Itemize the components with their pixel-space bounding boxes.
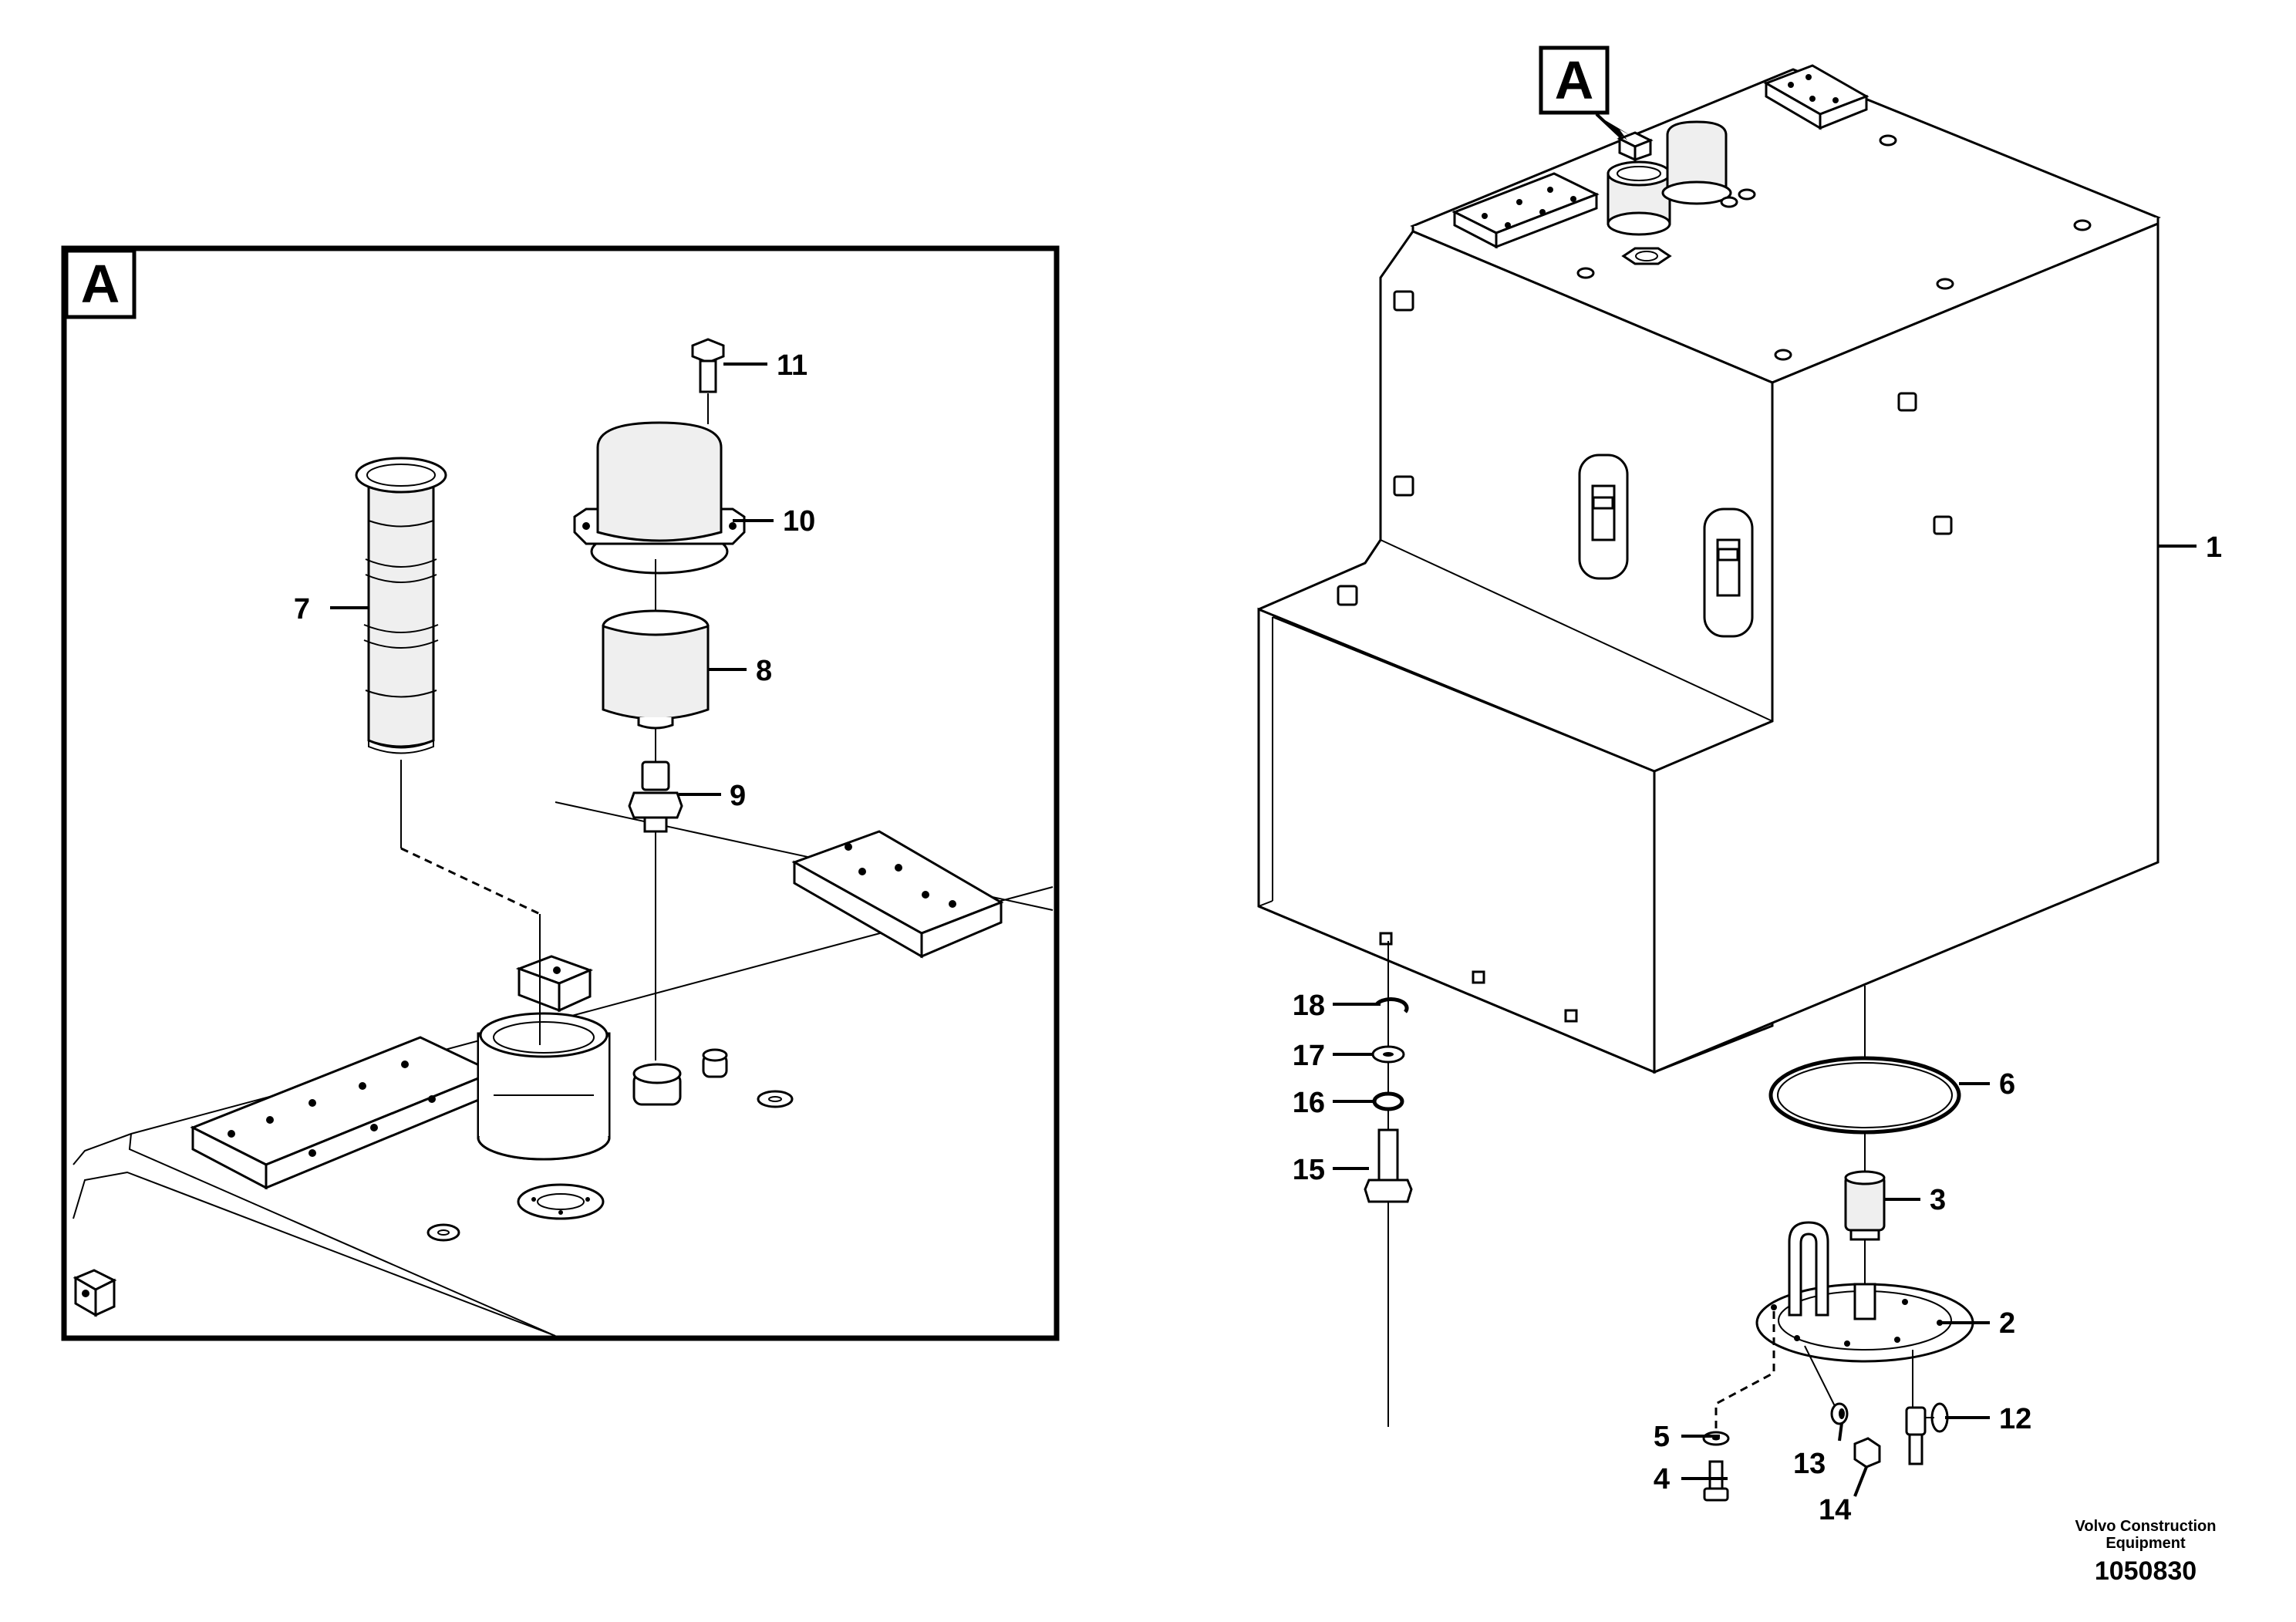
flange-plate-right xyxy=(791,830,1004,959)
callout-8: 8 xyxy=(756,655,772,687)
part-7-filler-tube xyxy=(355,457,447,754)
part-12-drain-valve xyxy=(1905,1402,1949,1465)
part-18-circlip xyxy=(1375,997,1409,1013)
part-3-sensor xyxy=(1844,1170,1886,1241)
top-breather-cap xyxy=(1661,120,1732,205)
top-filler-neck xyxy=(1607,160,1671,236)
callout-5: 5 xyxy=(1654,1421,1670,1453)
side-bolts xyxy=(1337,290,1953,606)
part-14-plug xyxy=(1853,1437,1881,1469)
top-bolt-dots xyxy=(1576,134,2092,361)
callout-12: 12 xyxy=(1999,1403,2031,1435)
callout-14: 14 xyxy=(1819,1494,1851,1526)
callout-2: 2 xyxy=(1999,1307,2015,1340)
callout-11: 11 xyxy=(777,349,807,382)
part-2-sender-flange xyxy=(1755,1221,1974,1363)
tank-top-surface xyxy=(72,801,1054,1337)
top-small-block xyxy=(1617,131,1654,162)
callout-7: 7 xyxy=(294,593,310,626)
part-16-lock-washer xyxy=(1372,1091,1404,1111)
part-13-seal xyxy=(1830,1402,1849,1425)
company-credit: Volvo Construction Equipment xyxy=(2075,1518,2217,1552)
top-plate-left xyxy=(1451,172,1600,249)
detail-view-letter-box xyxy=(64,248,137,319)
callout-9: 9 xyxy=(730,780,746,812)
callout-4: 4 xyxy=(1654,1463,1670,1496)
part-8-filter xyxy=(602,609,710,730)
part-6-o-ring xyxy=(1768,1056,1961,1135)
part-17-washer xyxy=(1371,1045,1405,1064)
main-view-letter: A xyxy=(1555,50,1594,110)
part-11-screw xyxy=(691,338,725,393)
callout-1: 1 xyxy=(2206,531,2222,564)
callout-leaders xyxy=(330,363,2197,1497)
callout-13: 13 xyxy=(1793,1448,1826,1480)
callout-16: 16 xyxy=(1293,1087,1325,1119)
part-15-bolt xyxy=(1364,1128,1413,1203)
top-plate-right xyxy=(1763,64,1870,130)
callout-18: 18 xyxy=(1293,990,1325,1022)
detail-view-letter: A xyxy=(81,254,120,314)
callout-6: 6 xyxy=(1999,1068,2015,1101)
callout-labels: 1 2 3 4 5 6 7 8 9 10 11 12 13 14 15 16 1… xyxy=(294,349,2222,1526)
part-4-bolt xyxy=(1703,1460,1729,1502)
detail-view-a: A xyxy=(61,245,1060,1341)
corner-cube xyxy=(72,1269,117,1317)
part-9-fitting xyxy=(628,760,683,833)
callout-3: 3 xyxy=(1930,1184,1946,1216)
filler-neck-base xyxy=(477,1012,611,1161)
part-10-breather-cap xyxy=(573,421,746,575)
top-hex xyxy=(1621,247,1672,265)
sensor-boss xyxy=(632,1063,682,1106)
small-washers xyxy=(426,1048,794,1242)
sight-gauge-1 xyxy=(1578,454,1629,580)
ring-washer-detail xyxy=(517,1183,605,1220)
main-view-letter-box xyxy=(1539,46,1610,115)
callout-17: 17 xyxy=(1293,1040,1325,1072)
drawing-number: 1050830 xyxy=(2094,1556,2197,1586)
small-block xyxy=(515,955,594,1013)
callout-10: 10 xyxy=(783,505,815,538)
part-5-washer xyxy=(1702,1431,1730,1446)
callout-15: 15 xyxy=(1293,1154,1325,1186)
sight-gauge-2 xyxy=(1703,508,1754,638)
main-view-tank: A xyxy=(1257,46,2161,1502)
